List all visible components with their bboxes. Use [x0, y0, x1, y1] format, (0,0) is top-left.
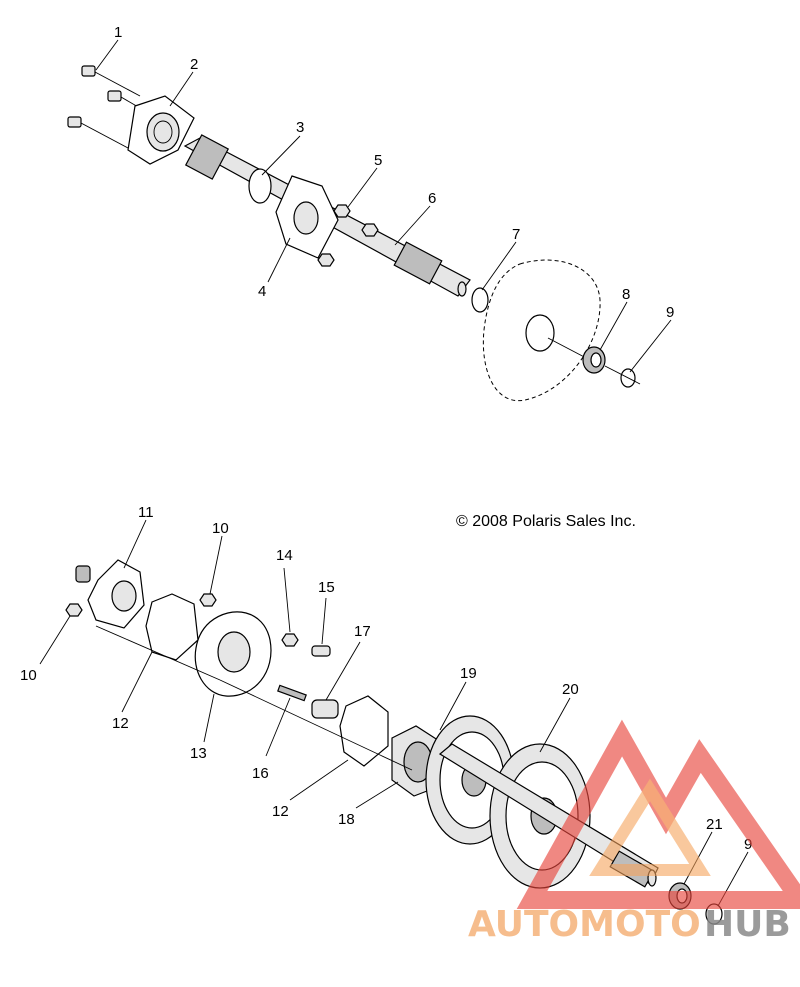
callout-2: 2: [190, 56, 198, 73]
callout-10-left: 10: [20, 667, 37, 684]
copyright-notice: © 2008 Polaris Sales Inc.: [456, 513, 636, 530]
gasket-part-12-right: [339, 695, 389, 767]
key-part-16: [277, 684, 307, 702]
flange-plate-part-4: [275, 175, 339, 259]
lower-assembly: [39, 519, 749, 925]
callout-3: 3: [296, 119, 304, 136]
brake-disc-outline: [482, 259, 601, 402]
pin-part-15: [311, 645, 331, 657]
callout-14: 14: [276, 547, 293, 564]
bearing-part-8: [582, 346, 606, 374]
nut-part-14: [281, 633, 299, 647]
callout-labels: 1 2 3 4 5 6 7 8 9 9 10 10 11 12 12 13 14…: [20, 24, 752, 853]
bearing-flange-part-2: [127, 95, 195, 165]
callout-18: 18: [338, 811, 355, 828]
callout-12-left: 12: [112, 715, 129, 732]
guide-lines-lower: [95, 625, 413, 771]
watermark-logo: AUTOMOTO HUB: [468, 719, 800, 945]
leader-lines-lower: [39, 519, 749, 907]
callout-19: 19: [460, 665, 477, 682]
gasket-part-12-left: [145, 593, 199, 661]
callout-9-upper: 9: [666, 304, 674, 321]
callout-4: 4: [258, 283, 266, 300]
watermark-text-b: HUB: [704, 904, 791, 945]
callout-17: 17: [354, 623, 371, 640]
callout-9-lower: 9: [744, 836, 752, 853]
leader-lines-upper: [95, 39, 672, 373]
callout-16: 16: [252, 765, 269, 782]
nut-part-10-top: [199, 593, 217, 607]
callout-11: 11: [138, 504, 154, 521]
callout-5: 5: [374, 152, 382, 169]
watermark-text-a: AUTOMOTO: [468, 904, 701, 945]
callout-1: 1: [114, 24, 122, 41]
callout-20: 20: [562, 681, 579, 698]
upper-assembly: [67, 39, 672, 402]
bolt-part-1: [67, 65, 141, 149]
callout-6: 6: [428, 190, 436, 207]
bushing-part-17: [311, 699, 339, 719]
flange-housing-part-11: [75, 559, 145, 629]
callout-13: 13: [190, 745, 207, 762]
plate-part-13: [194, 611, 272, 697]
callout-12-right: 12: [272, 803, 289, 820]
callout-15: 15: [318, 579, 335, 596]
callout-10-top: 10: [212, 520, 229, 537]
callout-7: 7: [512, 226, 520, 243]
nut-part-10-left: [65, 603, 83, 617]
callout-21: 21: [706, 816, 723, 833]
nut-part-5: [317, 204, 379, 267]
callout-8: 8: [622, 286, 630, 303]
ring-part-7: [471, 287, 489, 313]
